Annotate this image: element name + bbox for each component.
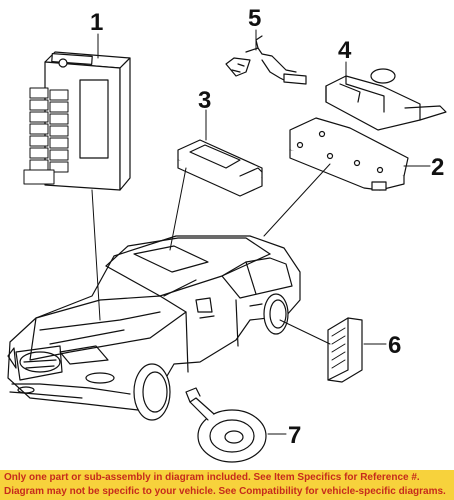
bracket-part-2 — [289, 117, 409, 191]
receiver-module-part-4 — [325, 68, 447, 131]
control-module-part-1 — [23, 51, 131, 191]
leader-lines — [91, 29, 431, 435]
disclaimer-line-2: Diagram may not be specific to your vehi… — [4, 486, 446, 497]
parts-diagram: 1 2 3 4 5 6 7 — [7, 5, 447, 463]
callout-4: 4 — [338, 37, 352, 64]
disclaimer-line-1: Only one part or sub-assembly in diagram… — [4, 472, 420, 483]
callout-2: 2 — [431, 154, 444, 181]
callout-3: 3 — [198, 87, 211, 114]
callout-6: 6 — [388, 332, 401, 359]
sensor-wire-part-5 — [225, 35, 307, 85]
callout-1: 1 — [90, 9, 103, 36]
callout-5: 5 — [248, 5, 261, 32]
callout-7: 7 — [288, 422, 301, 449]
transmitter-part-6 — [327, 317, 363, 383]
disclaimer-banner: Only one part or sub-assembly in diagram… — [0, 470, 454, 500]
vehicle-illustration — [7, 235, 301, 421]
key-fob-part-3 — [177, 139, 263, 197]
horn-part-7 — [185, 387, 267, 463]
